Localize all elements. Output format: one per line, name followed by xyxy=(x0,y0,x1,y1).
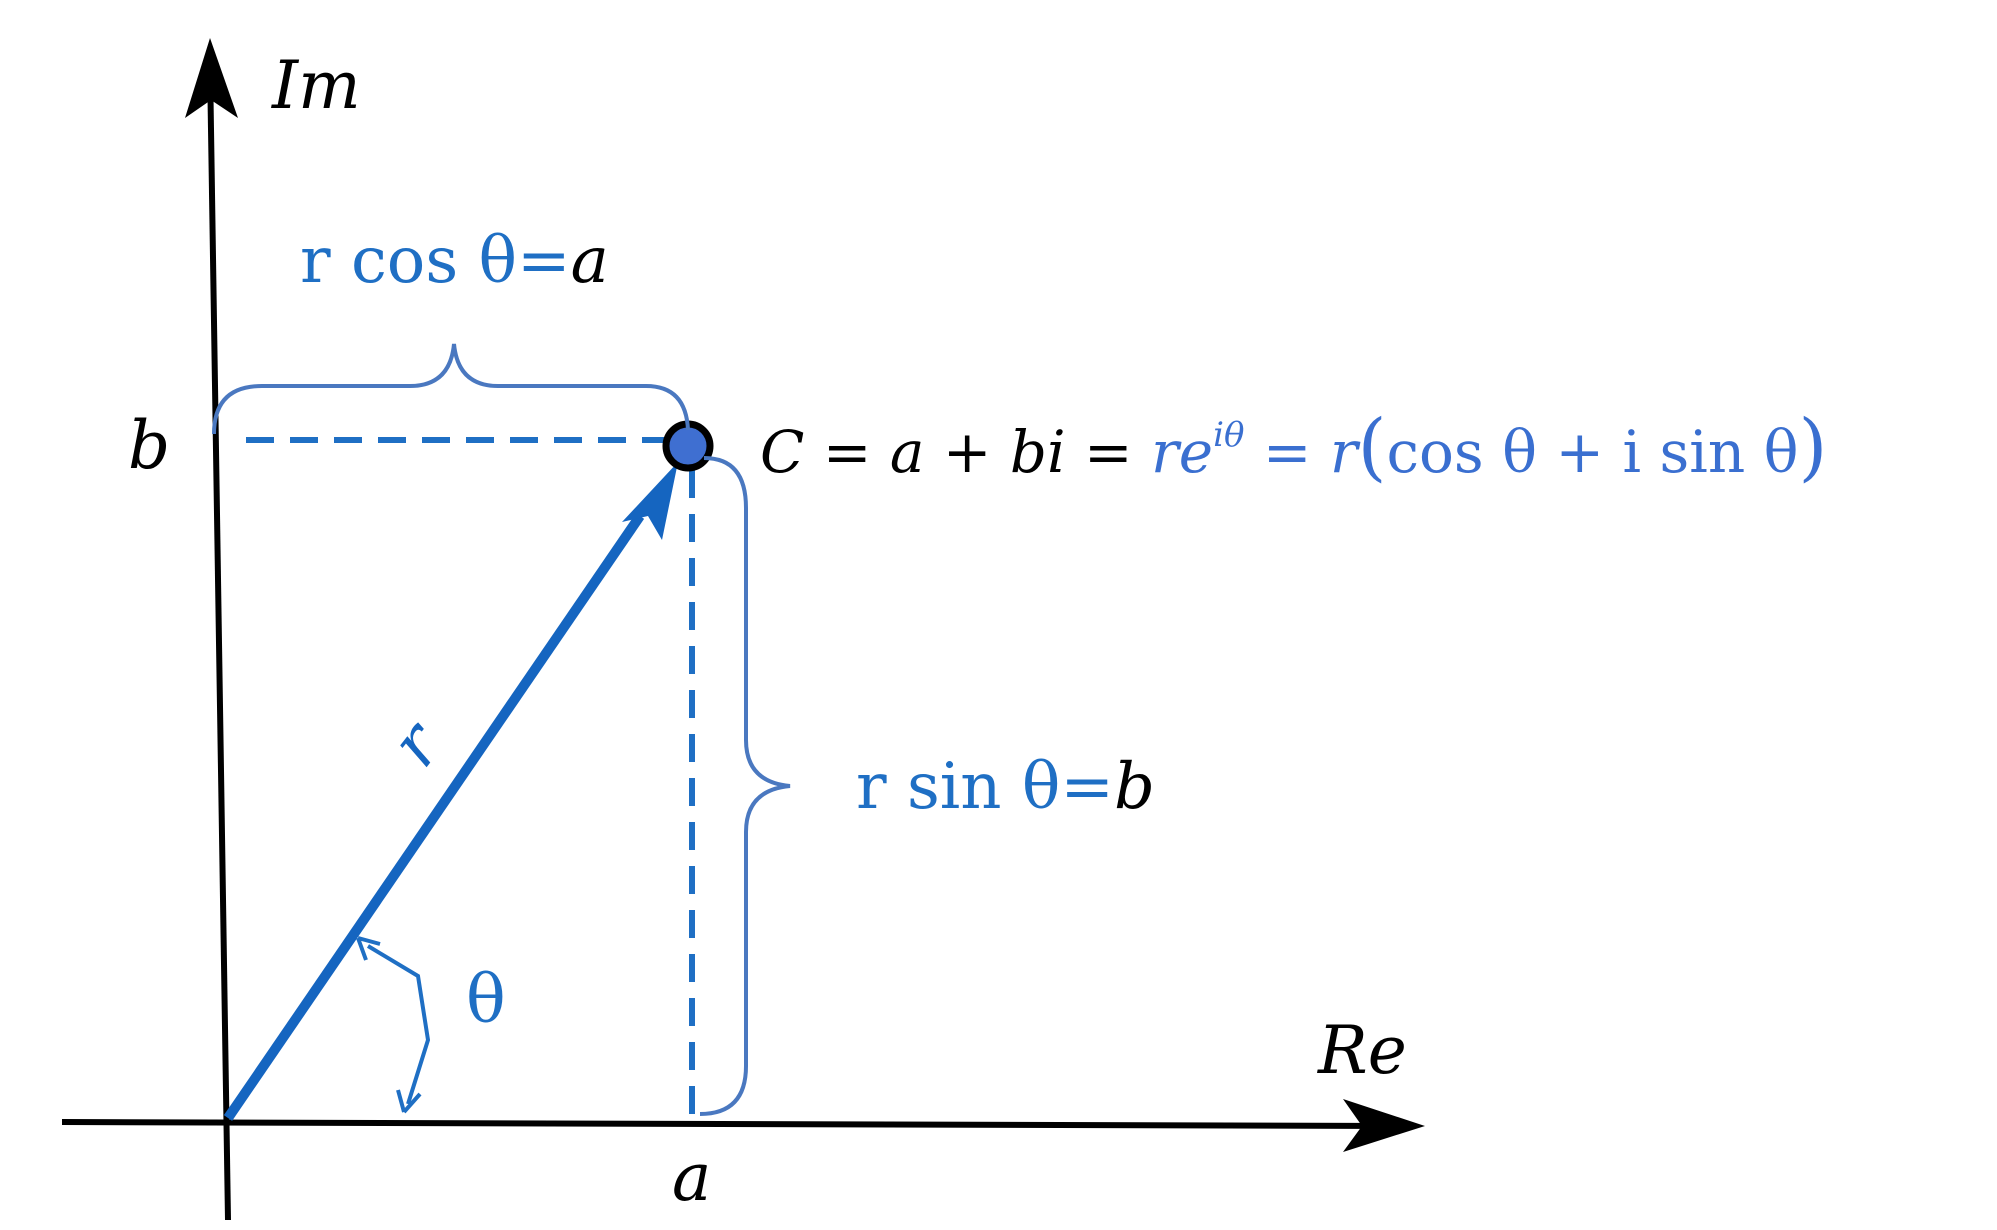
formula-re: re xyxy=(1151,418,1213,486)
formula-black-part: C = a + bi = xyxy=(760,418,1151,486)
vector-r xyxy=(223,513,645,1121)
tick-label-a: a xyxy=(672,1139,711,1216)
real-axis-label: Re xyxy=(1317,1012,1407,1089)
angle-arrowhead-upper-icon xyxy=(356,936,381,961)
brace-right-label-rhs: b xyxy=(1114,750,1155,824)
tick-label-b: b xyxy=(128,407,170,484)
real-axis-arrowhead-icon xyxy=(1343,1099,1425,1152)
brace-top-label-lhs: r cos θ= xyxy=(300,224,571,298)
brace-right-label: r sin θ=b xyxy=(856,750,1155,824)
formula-paren-close: ) xyxy=(1799,404,1828,490)
brace-right-label-lhs: r sin θ= xyxy=(856,750,1114,824)
imaginary-axis-arrowhead-icon xyxy=(185,38,238,118)
angle-arrowhead-lower-icon xyxy=(396,1089,422,1114)
vector-r-label: r xyxy=(376,706,458,781)
point-c xyxy=(662,420,714,472)
vector-r-arrowhead-icon xyxy=(622,462,678,540)
angle-theta-arc xyxy=(366,944,431,1105)
brace-top-label-rhs: a xyxy=(571,224,609,298)
imaginary-axis-label: Im xyxy=(271,47,361,124)
brace-top xyxy=(212,343,690,435)
formula-paren-open: ( xyxy=(1358,404,1387,490)
imaginary-axis xyxy=(207,64,231,1221)
formula-body: cos θ + i sin θ xyxy=(1387,418,1799,486)
brace-right xyxy=(699,456,791,1116)
brace-top-label: r cos θ=a xyxy=(300,224,609,298)
complex-number-formula: C = a + bi = reiθ = r(cos θ + i sin θ) xyxy=(760,404,1827,490)
formula-exponent: iθ xyxy=(1213,415,1244,455)
formula-equals-r: = r xyxy=(1244,418,1360,486)
real-axis xyxy=(61,1119,1396,1129)
angle-theta-label: θ xyxy=(466,961,506,1038)
